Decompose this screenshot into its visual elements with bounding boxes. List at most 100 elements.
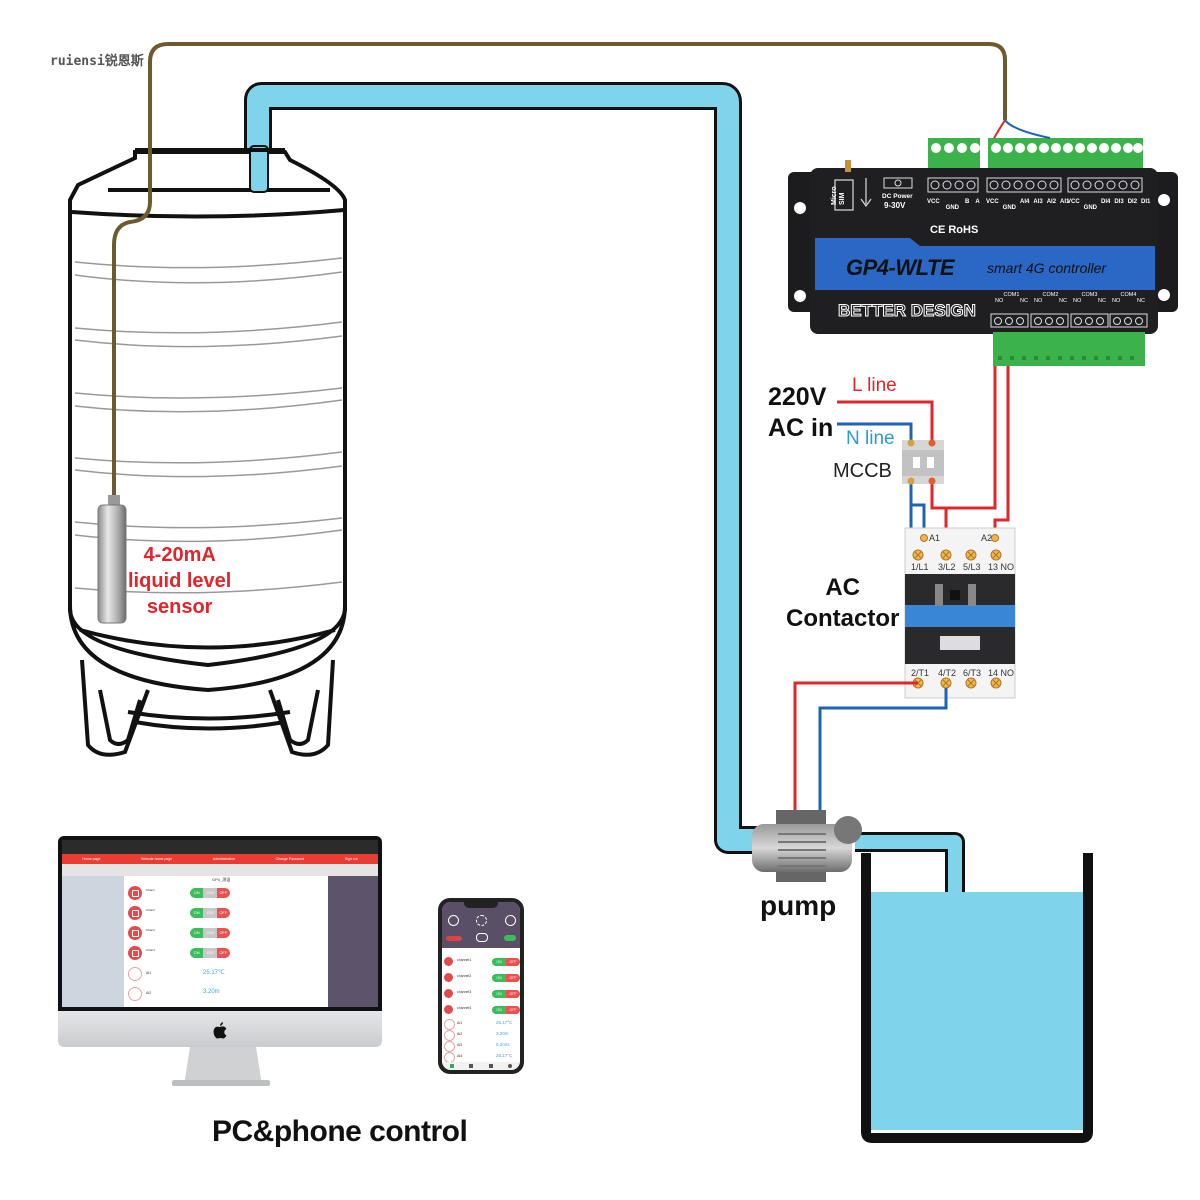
controller-subtitle: smart 4G controller (987, 260, 1107, 276)
channel-button[interactable] (444, 973, 453, 982)
receiving-bucket (861, 853, 1093, 1143)
analog-value: 25.17°C (496, 1020, 513, 1025)
tab-device-icon[interactable] (488, 1064, 493, 1068)
watermark: ruiensi锐恩斯 (50, 54, 144, 69)
browser-toolbar (62, 840, 378, 854)
channel-button[interactable] (128, 926, 142, 940)
tab-search-icon[interactable] (508, 1064, 513, 1068)
pump-power-wires (793, 681, 948, 815)
tab-home-icon[interactable] (449, 1064, 454, 1068)
sensor-label: 4-20mA liquid level sensor (128, 542, 231, 620)
monitor-bezel: Home page Website home page Administrati… (58, 836, 382, 1011)
auto-toggle[interactable] (504, 935, 516, 941)
tab-list-icon[interactable] (469, 1064, 474, 1068)
menu-item-admin[interactable]: Administration (212, 857, 235, 861)
analog-icon (128, 967, 142, 981)
analog-value: 25.17℃ (203, 970, 225, 976)
monitor-stand (184, 1047, 262, 1085)
analog-value: 9.2m/s (496, 1042, 510, 1047)
analog-icon (128, 987, 142, 1001)
channel-button[interactable] (444, 1005, 453, 1014)
pin-label: AI1 (1060, 199, 1070, 205)
ac-in-label: AC in (768, 414, 834, 442)
terminal-label: 5/L3 (963, 562, 981, 572)
refresh-icon[interactable] (476, 915, 487, 926)
menu-item-home[interactable]: Home page (82, 857, 101, 861)
n-line-label: N line (846, 428, 895, 449)
sensor-cable (112, 42, 1007, 505)
controller-model: GP4-WLTE (846, 255, 955, 280)
analog-icon (444, 1019, 455, 1030)
menu-item-signout[interactable]: Sign out (344, 857, 358, 861)
coil-a1-label: A1 (929, 533, 940, 543)
pin-label: AI4 (1020, 199, 1030, 205)
gp4-wlte-controller (788, 119, 1178, 366)
status-badge (446, 936, 462, 941)
rs485-pin-labels: VCC GND B A (927, 199, 980, 211)
control-side-panel (328, 876, 378, 1007)
menu-item-website[interactable]: Website home page (141, 857, 173, 861)
pin-label: GND (945, 205, 960, 211)
pin-label: DI2 (1127, 199, 1138, 205)
l-line-label: L line (852, 375, 897, 396)
pump-label: pump (760, 890, 837, 921)
monitor-foot (172, 1080, 270, 1086)
analog-icon (444, 1030, 455, 1041)
all-off-icon[interactable] (448, 915, 459, 926)
pc-web-app-screen: Home page Website home page Administrati… (62, 840, 378, 1007)
pin-label: DI3 (1114, 199, 1124, 205)
terminal-label: 14 NO (988, 668, 1014, 678)
water-pipe (244, 82, 770, 854)
channel-button[interactable] (444, 957, 453, 966)
channel-button[interactable] (444, 989, 453, 998)
mccb-label: MCCB (833, 460, 892, 482)
power-label: DC Power (882, 193, 913, 200)
contactor-label-line1: AC (825, 574, 860, 601)
analog-row: AI2 3.20m (128, 987, 278, 1001)
sensor-label-line3: sensor (146, 596, 213, 618)
apple-logo-icon (213, 1022, 227, 1039)
pin-label: B (965, 199, 970, 205)
pin-label: DI4 (1101, 199, 1111, 205)
pin-label: GND (1002, 205, 1017, 211)
monitor-chin (58, 1011, 382, 1047)
phone-analog-row: AI2 3.20m (444, 1030, 518, 1042)
phone-notch (464, 902, 498, 908)
coil-a2-label: A2 (981, 533, 992, 543)
phone-tab-bar (442, 1062, 520, 1070)
pin-label: DI1 (1141, 199, 1151, 205)
channel-button[interactable] (128, 946, 142, 960)
analog-row: AI1 25.17℃ (128, 967, 278, 981)
channel-button[interactable] (128, 906, 142, 920)
all-on-icon[interactable] (505, 915, 516, 926)
pin-label: VCC (1067, 199, 1080, 205)
device-list-sidebar (62, 876, 124, 1007)
power-range: 9-30V (884, 201, 906, 210)
channel-button[interactable] (128, 886, 142, 900)
analog-value: 25.17°C (496, 1053, 513, 1058)
terminal-label: 4/T2 (938, 668, 956, 678)
digital-pin-labels: VCC GND DI4 DI3 DI2 DI1 (1067, 199, 1150, 211)
menu-item-password[interactable]: Change Password (275, 857, 305, 861)
terminal-label: 13 NO (988, 562, 1014, 572)
